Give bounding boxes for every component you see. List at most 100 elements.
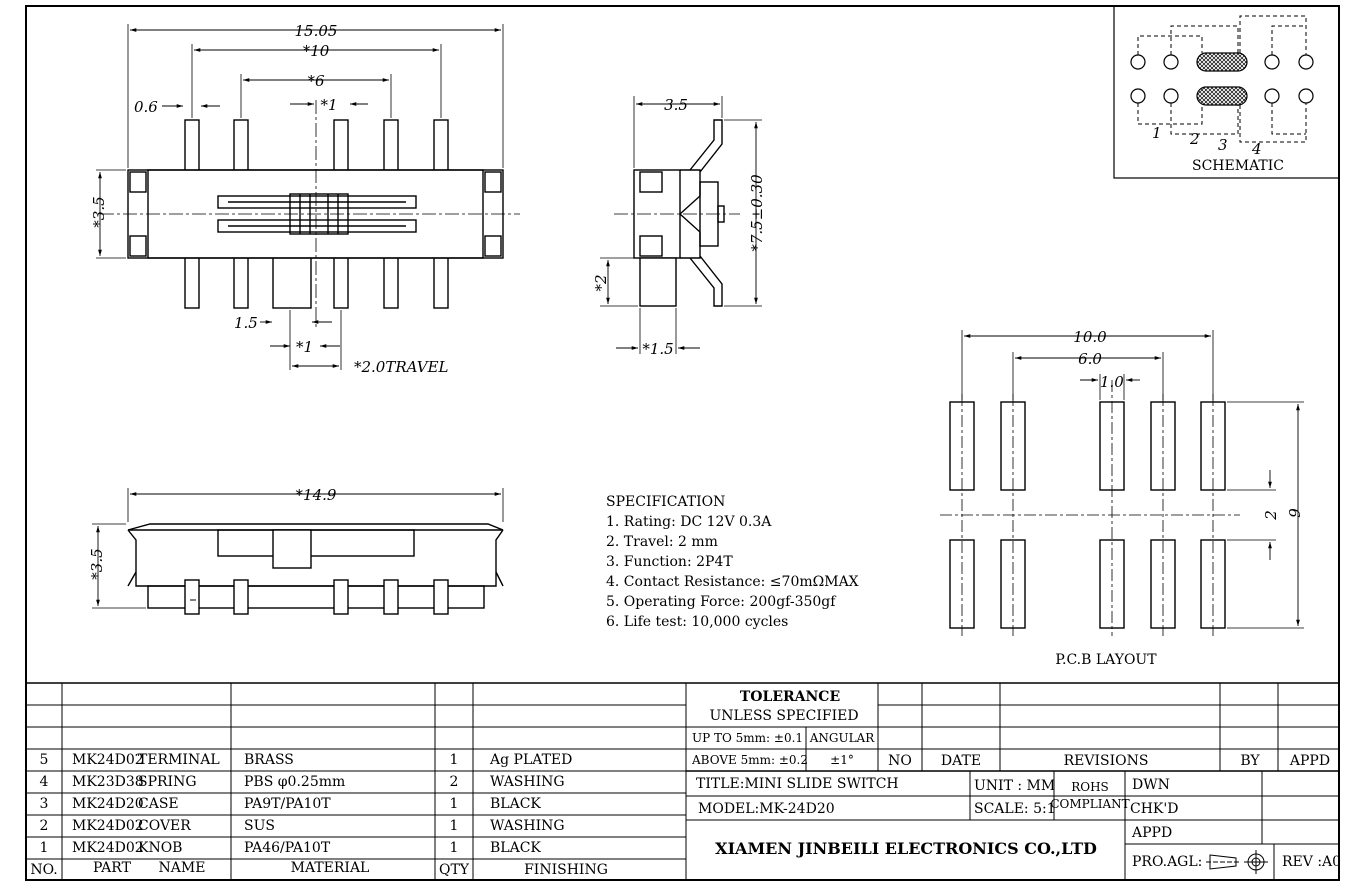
dim-front-width: *14.9 — [296, 486, 337, 504]
dim-front-height: *3.5 — [88, 548, 106, 579]
dim-knob-pitch: *1 — [296, 338, 313, 356]
bom-header-name: NAME — [159, 860, 206, 876]
bom-header-qty: QTY — [439, 862, 470, 878]
revision-revisions: REVISIONS — [1064, 753, 1149, 769]
revision-appd: APPD — [1289, 753, 1330, 769]
title-block — [686, 683, 1339, 880]
dim-side-height: *7.5±0.30 — [748, 174, 766, 252]
dim-pcb-gap: 2 — [1262, 510, 1280, 521]
rohs-label: ROHS — [1071, 780, 1109, 794]
bom-header-part: PART — [93, 860, 132, 876]
bom-cell-part: MK24D20 — [72, 796, 144, 812]
bom-cell-name: CASE — [138, 796, 179, 812]
bom-cell-finishing: WASHING — [490, 818, 565, 834]
bom-cell-material: PA46/PA10T — [244, 840, 331, 856]
bom-cell-no: 3 — [40, 796, 49, 812]
dim-overall: 15.05 — [295, 22, 338, 40]
dwn-label: DWN — [1132, 777, 1170, 793]
bom-cell-finishing: BLACK — [490, 796, 541, 812]
dim-pcb-mid: 6.0 — [1078, 350, 1102, 368]
spec-item: 4. Contact Resistance: ≤70mΩMAX — [606, 574, 859, 590]
pcb-title: P.C.B LAYOUT — [1055, 652, 1157, 668]
spec-item: 1. Rating: DC 12V 0.3A — [606, 514, 772, 530]
revision-by: BY — [1240, 753, 1260, 769]
bom-cell-material: BRASS — [244, 752, 294, 768]
drawing-title: TITLE:MINI SLIDE SWITCH — [696, 776, 899, 792]
drawing-scale: SCALE: 5:1 — [974, 801, 1056, 817]
spec-item: 5. Operating Force: 200gf-350gf — [606, 594, 837, 610]
rohs-compliant: COMPLIANT — [1050, 797, 1129, 811]
appd-label: APPD — [1131, 825, 1172, 841]
dim-pcb-height: 9 — [1286, 508, 1304, 518]
dim-travel: *2.0TRAVEL — [354, 358, 449, 376]
bom-cell-material: PBS φ0.25mm — [244, 774, 345, 790]
spec-item: 6. Life test: 10,000 cycles — [606, 614, 788, 630]
tolerance-title: TOLERANCE — [740, 689, 840, 705]
bom-cell-part: MK24D02 — [72, 752, 144, 768]
dim-side-pin: *2 — [592, 274, 610, 291]
bom-cell-qty: 1 — [450, 796, 459, 812]
tolerance-upto5: UP TO 5mm: ±0.1 — [692, 731, 803, 745]
tolerance-above5: ABOVE 5mm: ±0.2 — [691, 753, 808, 767]
dim-mid-pins: *6 — [307, 72, 325, 90]
dim-outer-pins: *10 — [303, 42, 330, 60]
revision-date: DATE — [941, 753, 981, 769]
sheet-border — [25, 5, 1340, 881]
schematic-num-2: 2 — [1189, 130, 1200, 148]
company-name: XIAMEN JINBEILI ELECTRONICS CO.,LTD — [715, 839, 1097, 858]
bom-cell-name: SPRING — [138, 774, 197, 790]
drawing-unit: UNIT : MM — [974, 778, 1055, 794]
top-view — [96, 24, 520, 370]
bom-cell-name: TERMINAL — [138, 752, 220, 768]
bom-cell-no: 4 — [40, 774, 49, 790]
bom-cell-part: MK23D38 — [72, 774, 144, 790]
projection-symbol-icon — [1206, 850, 1268, 874]
dim-side-bottom: *1.5 — [642, 340, 673, 358]
bom-cell-qty: 1 — [450, 840, 459, 856]
tolerance-angular: ANGULAR — [809, 731, 876, 745]
revision-no: NO — [888, 753, 912, 769]
bom-cell-material: PA9T/PA10T — [244, 796, 331, 812]
schematic — [1113, 5, 1340, 179]
bom-cell-qty: 1 — [450, 752, 459, 768]
schematic-num-1: 1 — [1152, 124, 1162, 142]
chkd-label: CHK'D — [1130, 801, 1178, 817]
bom-cell-no: 2 — [40, 818, 49, 834]
drawing-model: MODEL:MK-24D20 — [698, 801, 835, 817]
schematic-title: SCHEMATIC — [1192, 158, 1284, 174]
bom-cell-name: COVER — [138, 818, 191, 834]
dim-pcb-width: 10.0 — [1073, 328, 1107, 346]
bom-cell-finishing: BLACK — [490, 840, 541, 856]
spec-item: 2. Travel: 2 mm — [606, 534, 718, 550]
bom-cell-no: 5 — [40, 752, 49, 768]
bom-cell-part: MK24D02 — [72, 840, 144, 856]
front-view — [92, 488, 504, 615]
dim-pitch: *1 — [320, 96, 337, 114]
bom-cell-part: MK24D02 — [72, 818, 144, 834]
bom-header-no: NO. — [30, 862, 57, 878]
dim-pin-width: 0.6 — [134, 98, 158, 116]
projection-label: PRO.AGL: — [1132, 854, 1202, 870]
bom-cell-finishing: WASHING — [490, 774, 565, 790]
dim-side-top: 3.5 — [664, 96, 688, 114]
bom-cell-name: KNOB — [138, 840, 182, 856]
bom-header-material: MATERIAL — [291, 860, 370, 876]
tolerance-unless: UNLESS SPECIFIED — [709, 708, 858, 724]
bom-cell-finishing: Ag PLATED — [489, 752, 572, 768]
schematic-num-3: 3 — [1218, 136, 1228, 154]
bom-cell-no: 1 — [40, 840, 49, 856]
bom-cell-qty: 2 — [450, 774, 459, 790]
revision-code: REV :A0 — [1282, 854, 1341, 870]
bom-cell-qty: 1 — [450, 818, 459, 834]
dim-knob: 1.5 — [234, 314, 258, 332]
bom-table — [26, 682, 1339, 880]
pcb-layout — [940, 330, 1304, 636]
bom-cell-material: SUS — [244, 818, 275, 834]
bom-header-finishing: FINISHING — [524, 862, 608, 878]
schematic-num-4: 4 — [1251, 140, 1262, 158]
side-view — [600, 96, 762, 354]
tolerance-angular-value: ±1° — [830, 753, 854, 767]
dim-pcb-pitch: 1.0 — [1100, 373, 1124, 391]
